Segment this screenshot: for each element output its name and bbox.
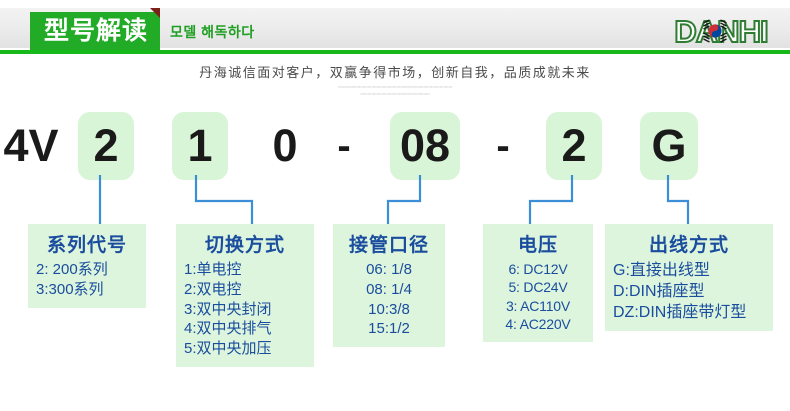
legend-item: 2:双电控 bbox=[184, 280, 242, 298]
legend-title: 出线方式 bbox=[648, 235, 729, 256]
legend-item: G:直接出线型 bbox=[613, 262, 710, 279]
legend-item: 08: 1/4 bbox=[366, 280, 412, 298]
legend-box-port-size: 接管口径 06: 1/8 08: 1/4 10:3/8 15:1/2 bbox=[333, 224, 445, 348]
page-subtitle-korean: 모델 해독하다 bbox=[170, 24, 255, 40]
model-code-segment-prefix: 4V bbox=[3, 120, 59, 171]
connector-line-5 bbox=[666, 175, 690, 227]
header-green-rule bbox=[0, 50, 790, 54]
legend-item: 3:300系列 bbox=[36, 280, 104, 298]
legend-item: 4: AC220V bbox=[505, 316, 571, 333]
connector-line-3 bbox=[386, 175, 422, 227]
page-header: 型号解读 모델 해독하다 DANHI bbox=[0, 0, 790, 58]
model-code-segment-wiring[interactable]: G bbox=[640, 112, 698, 180]
connector-line-2 bbox=[194, 175, 254, 227]
legend-item: 6: DC12V bbox=[508, 261, 568, 277]
model-code-segment-voltage[interactable]: 2 bbox=[546, 112, 602, 180]
connector-line-4 bbox=[528, 175, 574, 227]
connector-lines bbox=[98, 175, 690, 227]
model-code-separator-1: - bbox=[337, 124, 351, 168]
legend-item: 10:3/8 bbox=[368, 300, 410, 318]
legend-title: 系列代号 bbox=[46, 235, 127, 256]
legend-item: 4:双中央排气 bbox=[184, 320, 272, 338]
model-code-row: 4V 2 1 0 - 08 - 2 G bbox=[0, 112, 790, 180]
legend-item: 3:双中央封闭 bbox=[184, 300, 272, 318]
legend-box-switching-type: 切换方式 1:单电控 2:双电控 3:双中央封闭 4:双中央排气 5:双中央加压 bbox=[176, 224, 314, 367]
model-code-segment-series[interactable]: 2 bbox=[78, 112, 134, 180]
legend-item: 2: 200系列 bbox=[36, 261, 108, 278]
model-code-separator-2: - bbox=[496, 124, 510, 168]
legend-item: 5: DC24V bbox=[508, 279, 568, 296]
legend-item: 15:1/2 bbox=[368, 320, 410, 338]
section-title-tab bbox=[30, 12, 160, 50]
legend-title: 切换方式 bbox=[204, 235, 285, 256]
ornament-line-long: ▫▫▫▫▫▫▫▫▫▫▫▫▫▫▫▫▫▫▫▫▫▫▫▫▫▫▫▫▫▫▫▫▫▫▫▫▫▫▫▫… bbox=[337, 84, 453, 91]
legend-item: 5:双中央加压 bbox=[184, 340, 272, 358]
page-title: 型号解读 bbox=[43, 17, 148, 45]
legend-box-series-code: 系列代号 2: 200系列 3:300系列 bbox=[28, 224, 146, 308]
legend-title: 接管口径 bbox=[348, 235, 429, 256]
legend-box-wiring-type: 出线方式 G:直接出线型 D:DIN插座型 DZ:DIN插座带灯型 bbox=[605, 224, 773, 332]
legend-item: D:DIN插座型 bbox=[613, 283, 705, 301]
legend-item: 06: 1/8 bbox=[366, 261, 412, 278]
model-code-segment-port-size[interactable]: 08 bbox=[390, 112, 460, 180]
company-tagline: 丹海诚信面对客户，双赢争得市场，创新自我，品质成就未来 bbox=[199, 65, 591, 80]
legend-item: DZ:DIN插座带灯型 bbox=[613, 304, 747, 322]
legend-title: 电压 bbox=[517, 235, 558, 256]
title-tab-fold-corner bbox=[150, 8, 160, 18]
korean-taegeuk-flag-icon bbox=[703, 19, 727, 43]
legend-item: 3: AC110V bbox=[505, 297, 571, 314]
legend-box-voltage: 电压 6: DC12V 5: DC24V 3: AC110V 4: AC220V bbox=[483, 224, 593, 342]
legend-item: 1:单电控 bbox=[184, 261, 242, 278]
tagline-ornament: ▫▫▫▫▫▫▫▫▫▫▫▫▫▫▫▫▫▫▫▫▫▫▫▫▫▫▫▫▫▫▫▫▫▫▫▫▫▫▫▫… bbox=[0, 84, 790, 98]
model-code-segment-literal-zero: 0 bbox=[272, 120, 298, 171]
brand-logo: DANHI bbox=[660, 13, 782, 50]
model-code-segment-switching[interactable]: 1 bbox=[172, 112, 228, 180]
ornament-line-short: ▫▫▫▫▫▫▫▫▫▫▫▫▫▫▫▫▫▫▫▫▫▫▫▫▫▫▫▫ bbox=[360, 91, 430, 98]
